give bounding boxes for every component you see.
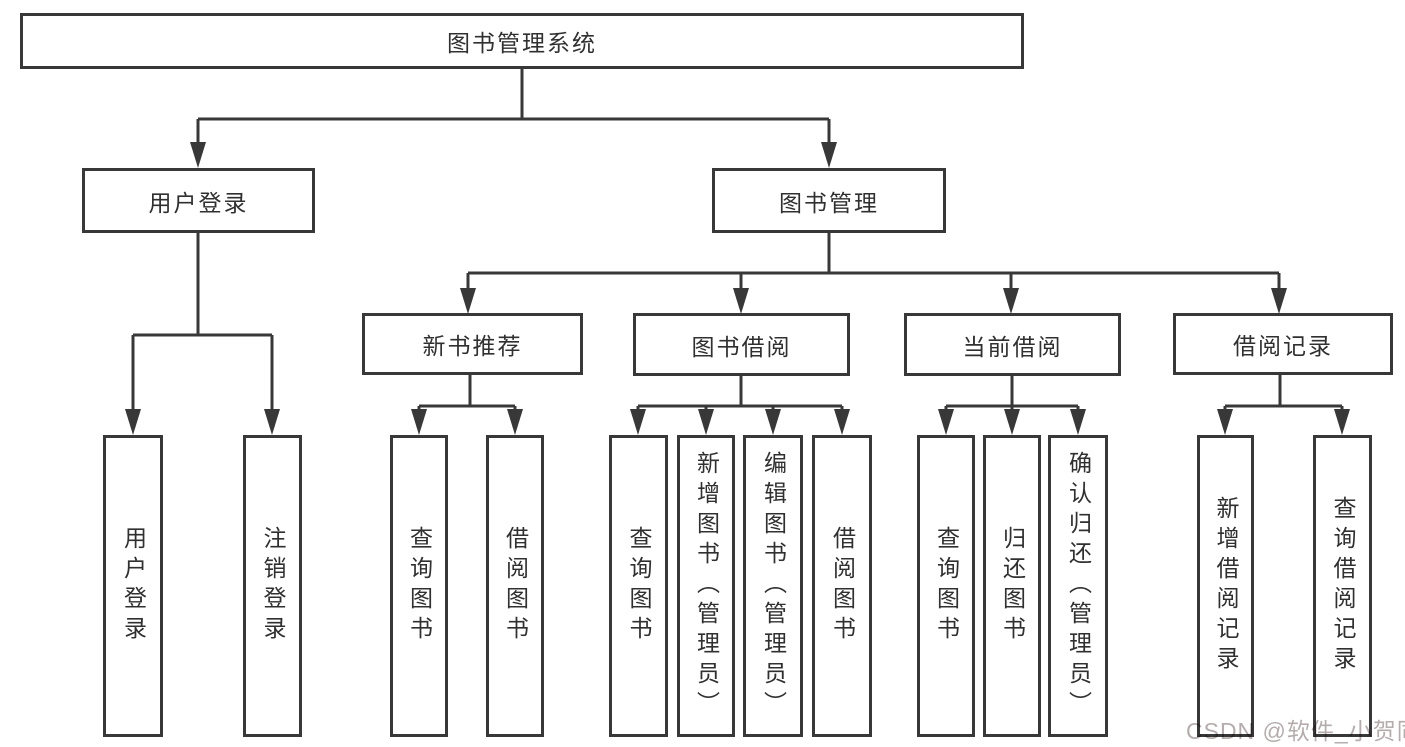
node-label: 当前借阅 [962,333,1063,360]
node-label: 借阅记录 [1233,333,1333,359]
node-label: 用户登录 [120,526,147,646]
leaf-borrowing-borrow-books: 借阅图书 [812,435,872,737]
node-label: 图书管理系统 [447,30,597,56]
node-label: 编辑图书（管理员） [760,451,787,721]
node-label: 用户登录 [148,189,249,216]
node-label: 新增图书（管理员） [693,451,720,721]
node-label: 查询借阅记录 [1330,496,1356,676]
node-label: 借阅图书 [502,526,529,646]
leaf-records-add-record: 新增借阅记录 [1197,435,1254,737]
leaf-recommend-query-books: 查询图书 [390,435,448,737]
node-label: 新书推荐 [422,333,523,359]
node-new-book-recommend: 新书推荐 [362,313,583,375]
leaf-user-login: 用户登录 [103,435,163,737]
leaf-logout: 注销登录 [243,435,302,737]
node-label: 查询图书 [626,526,652,646]
leaf-borrowing-edit-books: 编辑图书（管理员） [743,435,803,737]
leaf-records-query-record: 查询借阅记录 [1313,435,1372,737]
leaf-borrowing-add-books: 新增图书（管理员） [677,435,735,737]
node-label: 新增借阅记录 [1213,496,1239,676]
node-label: 图书管理 [779,189,879,216]
leaf-borrowing-query-books: 查询图书 [609,435,668,737]
arrowhead-icons [125,142,1350,435]
node-label: 图书借阅 [691,333,792,360]
csdn-watermark: CSDN @软件_小贺同学 [1186,718,1405,744]
node-label: 归还图书 [999,526,1026,646]
node-label: 查询图书 [933,526,960,646]
node-user-login: 用户登录 [82,168,315,233]
leaf-current-confirm-return: 确认归还（管理员） [1048,435,1108,737]
node-root-system: 图书管理系统 [20,13,1024,69]
node-current-borrowing: 当前借阅 [904,313,1121,376]
node-label: 确认归还（管理员） [1065,451,1092,721]
leaf-current-query-books: 查询图书 [917,435,975,737]
leaf-recommend-borrow-books: 借阅图书 [486,435,544,737]
node-borrowing-records: 借阅记录 [1173,313,1393,375]
leaf-current-return-books: 归还图书 [983,435,1041,737]
node-label: 借阅图书 [829,526,856,646]
node-book-borrowing: 图书借阅 [633,313,850,376]
node-label: 查询图书 [406,526,433,646]
node-label: 注销登录 [260,526,286,646]
node-book-management: 图书管理 [712,168,946,233]
